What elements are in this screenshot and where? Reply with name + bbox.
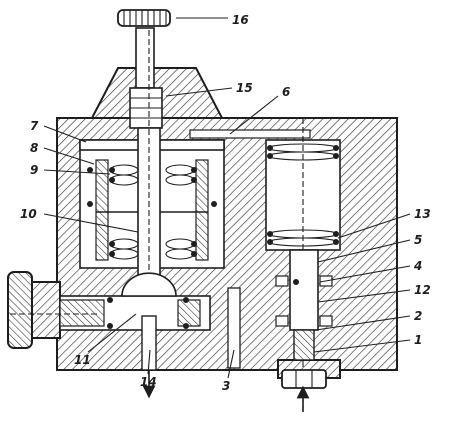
label-16: 16 [232, 13, 249, 27]
passage-3 [227, 287, 241, 369]
lower-valve-chamber [10, 272, 211, 399]
label-7: 7 [30, 119, 39, 133]
label-12: 12 [414, 283, 431, 297]
label-2: 2 [414, 309, 422, 323]
label-6: 6 [282, 85, 290, 99]
label-8: 8 [30, 141, 38, 155]
lower-left-spring [109, 238, 197, 260]
channel-6 [189, 129, 311, 139]
label-10: 10 [20, 207, 37, 221]
central-stem [129, 27, 163, 277]
label-11: 11 [74, 353, 91, 367]
part-labels: 16 15 6 7 8 9 10 13 5 4 12 2 1 11 14 3 [20, 13, 431, 393]
label-4: 4 [413, 259, 422, 273]
label-13: 13 [414, 207, 431, 221]
label-15: 15 [236, 81, 253, 95]
label-3: 3 [222, 379, 230, 393]
label-1: 1 [414, 333, 422, 347]
adjusting-knob [117, 9, 171, 27]
right-spring-chamber [265, 118, 341, 410]
label-14: 14 [140, 375, 157, 389]
leader-lines [43, 17, 411, 379]
label-5: 5 [414, 233, 422, 247]
label-9: 9 [30, 163, 38, 177]
